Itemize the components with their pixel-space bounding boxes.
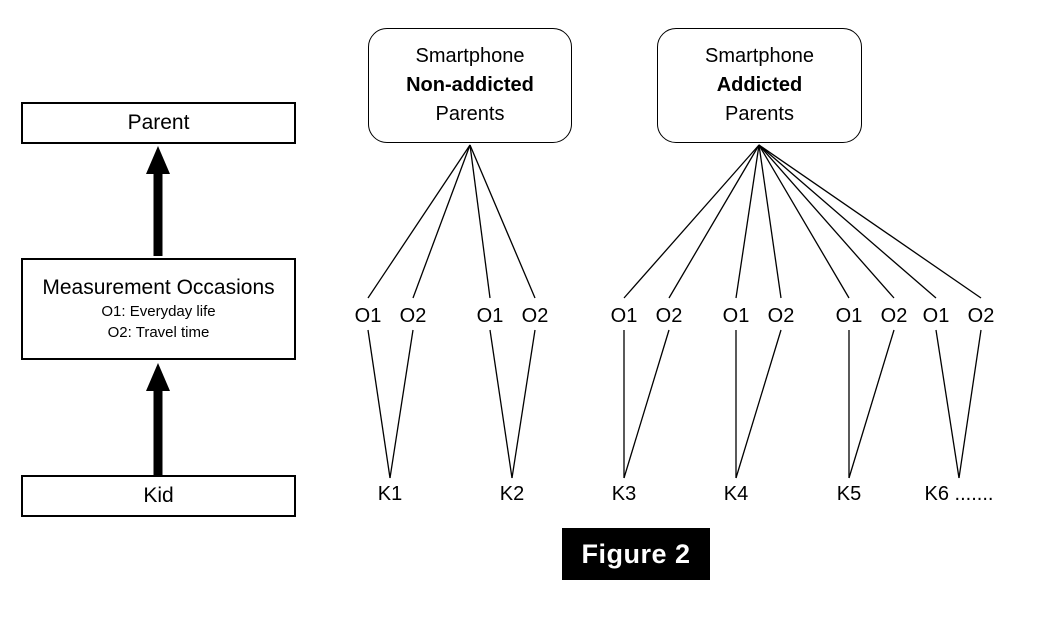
- kid-line-1-left: [489, 329, 513, 479]
- figure-caption-text: Figure 2: [581, 538, 691, 569]
- occasion-label-10: O1: [922, 305, 950, 327]
- fan-line-group-addicted-occasion-10: [758, 144, 937, 299]
- kid-line-3-right: [735, 329, 782, 479]
- fan-line-group-addicted-occasion-7: [758, 144, 782, 299]
- kid-line-0-left: [367, 329, 391, 479]
- group-box-non-addicted-line-3: Parents: [435, 103, 505, 125]
- kid-label-1: K2: [499, 483, 525, 505]
- occasion-label-11: O2: [967, 305, 995, 327]
- fan-line-group-non-addicted-occasion-1: [412, 144, 471, 299]
- group-box-addicted-line-1: Smartphone: [705, 45, 814, 67]
- occasion-label-3: O2: [521, 305, 549, 327]
- group-box-non-addicted-line-1: Smartphone: [415, 45, 525, 67]
- level-box-measurement-occasions-subline-1: O1: Everyday life: [101, 303, 216, 320]
- fan-line-group-addicted-occasion-9: [758, 144, 895, 299]
- group-box-addicted-line-2: Addicted: [716, 74, 803, 96]
- group-box-addicted: Smartphone Addicted Parents: [657, 28, 862, 143]
- kid-label-0: K1: [377, 483, 403, 505]
- fan-line-group-addicted-occasion-5: [668, 144, 760, 299]
- occasion-label-8: O1: [835, 305, 863, 327]
- group-box-non-addicted: Smartphone Non-addicted Parents: [368, 28, 572, 143]
- fan-line-group-addicted-occasion-11: [758, 144, 982, 299]
- kid-line-5-right: [958, 329, 982, 479]
- occasion-label-1: O2: [399, 305, 427, 327]
- occasion-label-4: O1: [610, 305, 638, 327]
- level-box-parent-title: Parent: [127, 111, 190, 134]
- figure-caption-badge: Figure 2: [562, 528, 710, 580]
- level-box-measurement-occasions: Measurement Occasions O1: Everyday life …: [21, 258, 296, 360]
- arrow-kid-to-measurement: [146, 363, 170, 475]
- kid-label-5: K6 .......: [924, 483, 994, 505]
- level-box-parent: Parent: [21, 102, 296, 144]
- fan-line-group-addicted-occasion-4: [623, 144, 760, 299]
- kid-label-3: K4: [723, 483, 749, 505]
- fan-line-group-non-addicted-occasion-0: [367, 144, 471, 299]
- kid-label-2: K3: [611, 483, 637, 505]
- occasion-label-6: O1: [722, 305, 750, 327]
- occasion-label-9: O2: [880, 305, 908, 327]
- level-box-measurement-occasions-subline-2: O2: Travel time: [107, 324, 210, 341]
- kid-label-4: K5: [836, 483, 862, 505]
- kid-line-4-right: [848, 329, 895, 479]
- fan-line-group-non-addicted-occasion-3: [469, 144, 536, 299]
- kid-line-5-left: [935, 329, 960, 479]
- kid-line-0-right: [389, 329, 414, 479]
- group-box-addicted-line-3: Parents: [725, 103, 794, 125]
- occasion-label-0: O1: [354, 305, 382, 327]
- occasion-label-7: O2: [767, 305, 795, 327]
- level-box-kid-title: Kid: [143, 484, 174, 507]
- occasion-label-5: O2: [655, 305, 683, 327]
- fan-line-group-non-addicted-occasion-2: [469, 144, 491, 299]
- group-fan-lines: [367, 144, 982, 299]
- group-box-non-addicted-line-2: Non-addicted: [406, 74, 534, 96]
- level-box-kid: Kid: [21, 475, 296, 517]
- occasion-label-2: O1: [476, 305, 504, 327]
- arrow-measurement-to-parent: [146, 146, 170, 256]
- level-box-measurement-occasions-title: Measurement Occasions: [42, 276, 275, 299]
- fan-line-group-addicted-occasion-6: [735, 144, 760, 299]
- fan-line-group-addicted-occasion-8: [758, 144, 850, 299]
- occasion-to-kid-lines: [367, 329, 982, 479]
- kid-line-2-right: [623, 329, 670, 479]
- kid-line-1-right: [511, 329, 536, 479]
